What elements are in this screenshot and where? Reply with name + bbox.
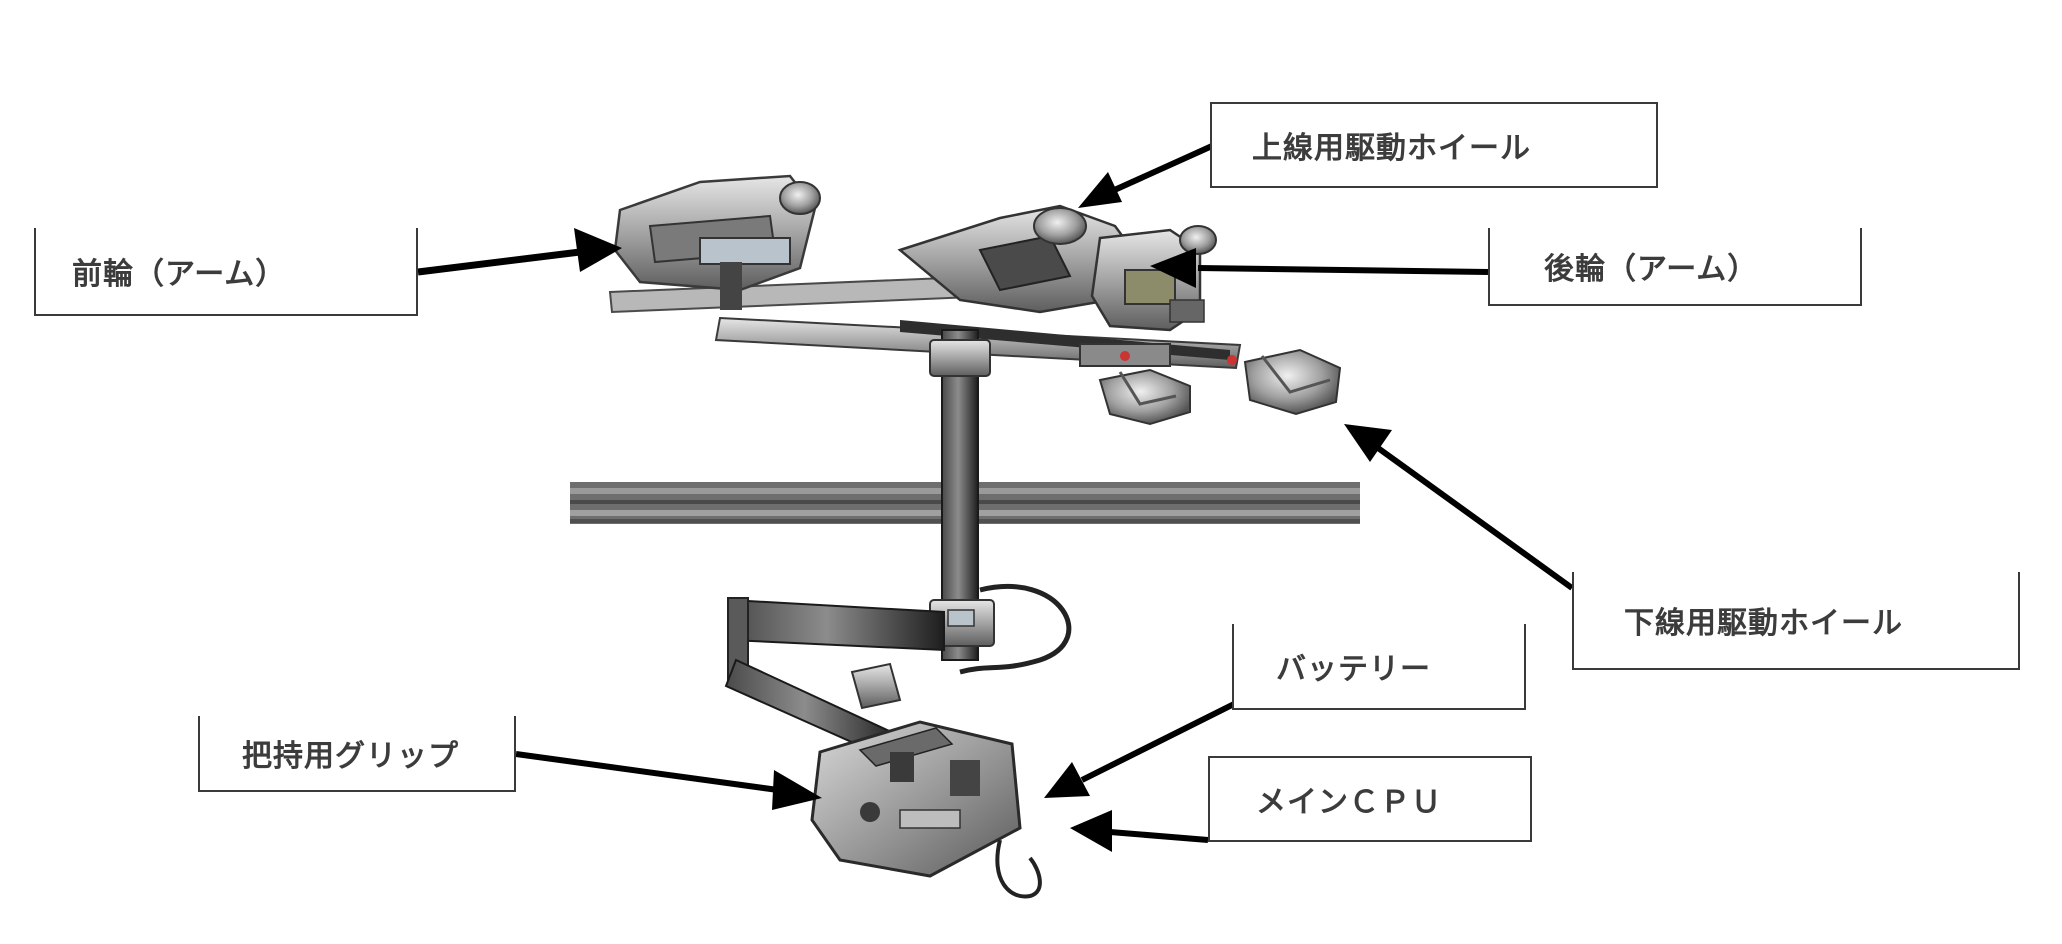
callout-battery-text: バッテリー [1276, 652, 1431, 687]
lower-assembly [724, 583, 1072, 899]
arrow-upper-wheel [1108, 143, 1214, 195]
arrow-upper-wheel-head [1078, 172, 1122, 208]
callout-battery: バッテリー [1232, 624, 1526, 710]
arrow-rear-wheel [1197, 265, 1489, 275]
callout-grip-text: 把持用グリップ [242, 739, 459, 774]
callout-lower-drive-wheel-text: 下線用駆動ホイール [1624, 606, 1903, 641]
callout-lower-drive-wheel: 下線用駆動ホイール [1572, 572, 2020, 670]
callout-rear-wheel: 後輪（アーム） [1488, 228, 1862, 306]
arrow-cpu [1109, 829, 1209, 843]
arrow-rear-wheel-head [1150, 248, 1196, 288]
arrow-front-wheel-head [574, 228, 622, 272]
callout-front-wheel: 前輪（アーム） [34, 228, 418, 316]
arrow-grip [515, 751, 779, 793]
arrow-grip-head [772, 770, 822, 810]
callout-grip: 把持用グリップ [198, 716, 516, 792]
callout-main-cpu: メインＣＰＵ [1208, 756, 1532, 842]
callout-front-wheel-text: 前輪（アーム） [72, 257, 287, 292]
arrow-battery-head [1044, 762, 1090, 798]
callout-upper-drive-wheel-text: 上線用駆動ホイール [1252, 131, 1531, 166]
arrow-lower-wheel [1376, 445, 1574, 591]
arrow-front-wheel [417, 248, 581, 276]
callout-main-cpu-text: メインＣＰＵ [1256, 785, 1442, 820]
callout-rear-wheel-text: 後輪（アーム） [1544, 252, 1759, 287]
leader-arrows [417, 143, 1574, 852]
callout-upper-drive-wheel: 上線用駆動ホイール [1210, 102, 1658, 188]
arrow-lower-wheel-head [1344, 424, 1392, 462]
upper-assembly [608, 174, 1342, 661]
arrow-battery [1080, 701, 1236, 783]
arrow-cpu-head [1070, 810, 1112, 852]
